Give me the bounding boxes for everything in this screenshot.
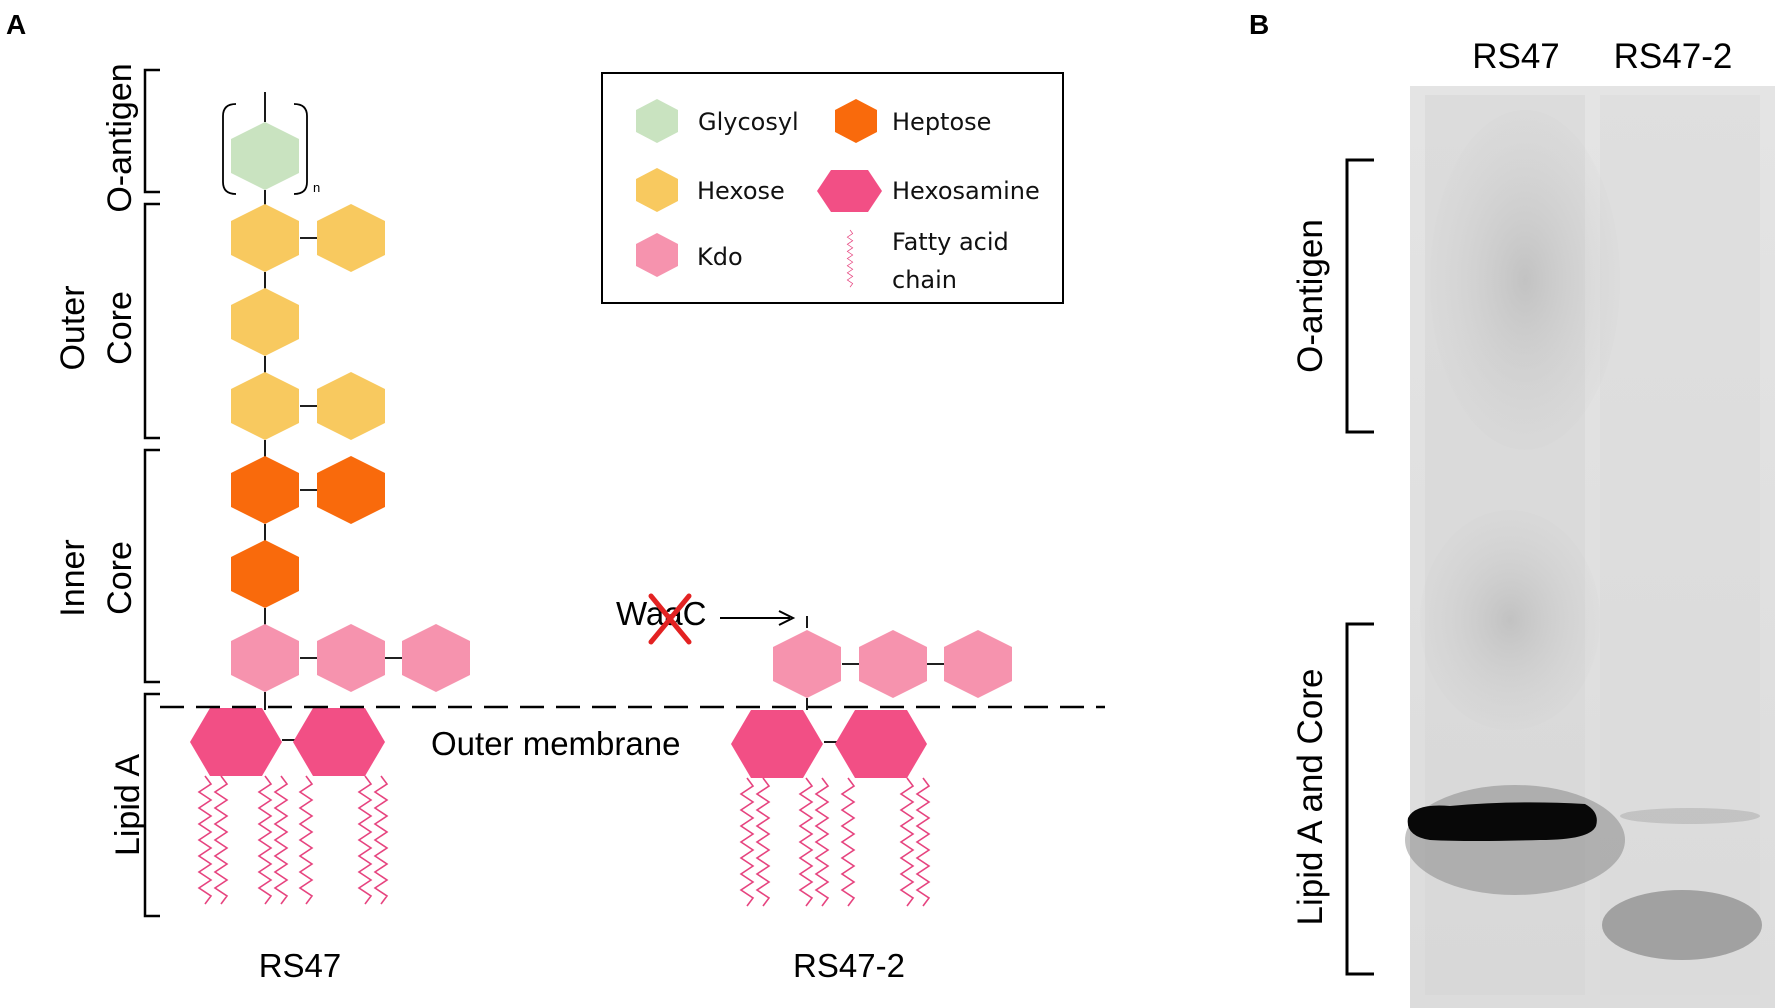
heptose-hexagon [317, 456, 385, 524]
gel-label-o-antigen: O-antigen [1291, 219, 1330, 373]
legend-heptose-icon [835, 99, 877, 143]
label-lipid-a: Lipid A [109, 754, 147, 856]
rs47-2-bonds [806, 616, 945, 743]
legend-hexosamine-label: Hexosamine [892, 177, 1040, 205]
strain-label-rs47: RS47 [259, 947, 342, 984]
legend-hexose-icon [636, 168, 678, 212]
hexose-hexagon [231, 372, 299, 440]
lane-1-lower-smear [1420, 510, 1600, 730]
panel-a-letter: A [6, 9, 26, 40]
label-inner-core-2: Core [101, 541, 139, 615]
hexosamine-hexagon [293, 708, 385, 776]
hexosamine-hexagon [731, 710, 823, 778]
rs47-2-structure [731, 630, 1012, 778]
legend-glycosyl-icon [636, 99, 678, 143]
gel-image [1405, 86, 1775, 1008]
repeat-subscript: n [313, 180, 320, 195]
legend-kdo-icon [636, 233, 678, 277]
lipid-a-core-band-rs47-2 [1602, 890, 1762, 960]
lane-2-streak [1600, 95, 1760, 995]
kdo-hexagon [402, 624, 470, 692]
o-antigen-smear [1430, 110, 1620, 450]
hexose-hexagon [231, 288, 299, 356]
faint-band-rs47-2 [1620, 808, 1760, 824]
repeat-bracket [222, 103, 308, 195]
hexosamine-hexagon [835, 710, 927, 778]
legend-fatty-acid-label: Fatty acid [892, 228, 1009, 256]
legend-kdo-label: Kdo [697, 243, 743, 271]
kdo-hexagon [773, 630, 841, 698]
lipid-a-core-band-rs47 [1407, 802, 1597, 841]
rs47-structure [190, 122, 470, 776]
region-brackets [143, 68, 160, 918]
gel-label-lipid-a-core: Lipid A and Core [1291, 669, 1330, 926]
legend-glycosyl-label: Glycosyl [698, 108, 799, 136]
heptose-hexagon [231, 456, 299, 524]
legend-fatty-acid-label-2: chain [892, 266, 957, 294]
panel-b-letter: B [1249, 9, 1269, 40]
waac-arrow-icon [720, 610, 796, 626]
hexose-hexagon [317, 372, 385, 440]
lane-label-rs47: RS47 [1472, 37, 1560, 76]
label-o-antigen: O-antigen [101, 63, 139, 212]
glycosyl-hexagon [231, 122, 299, 190]
legend-hexose-label: Hexose [697, 177, 785, 205]
legend-heptose-label: Heptose [892, 108, 991, 136]
kdo-hexagon [231, 624, 299, 692]
strain-label-rs47-2: RS47-2 [793, 947, 905, 984]
legend: Glycosyl Heptose Hexose Hexosamine Kdo F… [601, 72, 1064, 304]
heptose-hexagon [231, 540, 299, 608]
outer-membrane-label: Outer membrane [431, 725, 680, 762]
label-outer-core-2: Core [101, 291, 139, 365]
kdo-hexagon [317, 624, 385, 692]
hexose-hexagon [317, 204, 385, 272]
gel-brackets [1345, 158, 1374, 976]
label-outer-core-1: Outer [54, 285, 92, 370]
knockout-x-icon [648, 593, 692, 645]
hexose-hexagon [231, 204, 299, 272]
rs47-fatty-acids [198, 775, 388, 905]
kdo-hexagon [944, 630, 1012, 698]
rs47-bonds [264, 92, 404, 741]
legend-hexosamine-icon [817, 170, 882, 212]
rs47-2-fatty-acids [740, 777, 930, 907]
lane-label-rs47-2: RS47-2 [1614, 37, 1733, 76]
hexosamine-hexagon [190, 708, 282, 776]
kdo-hexagon [859, 630, 927, 698]
label-inner-core-1: Inner [54, 539, 92, 617]
